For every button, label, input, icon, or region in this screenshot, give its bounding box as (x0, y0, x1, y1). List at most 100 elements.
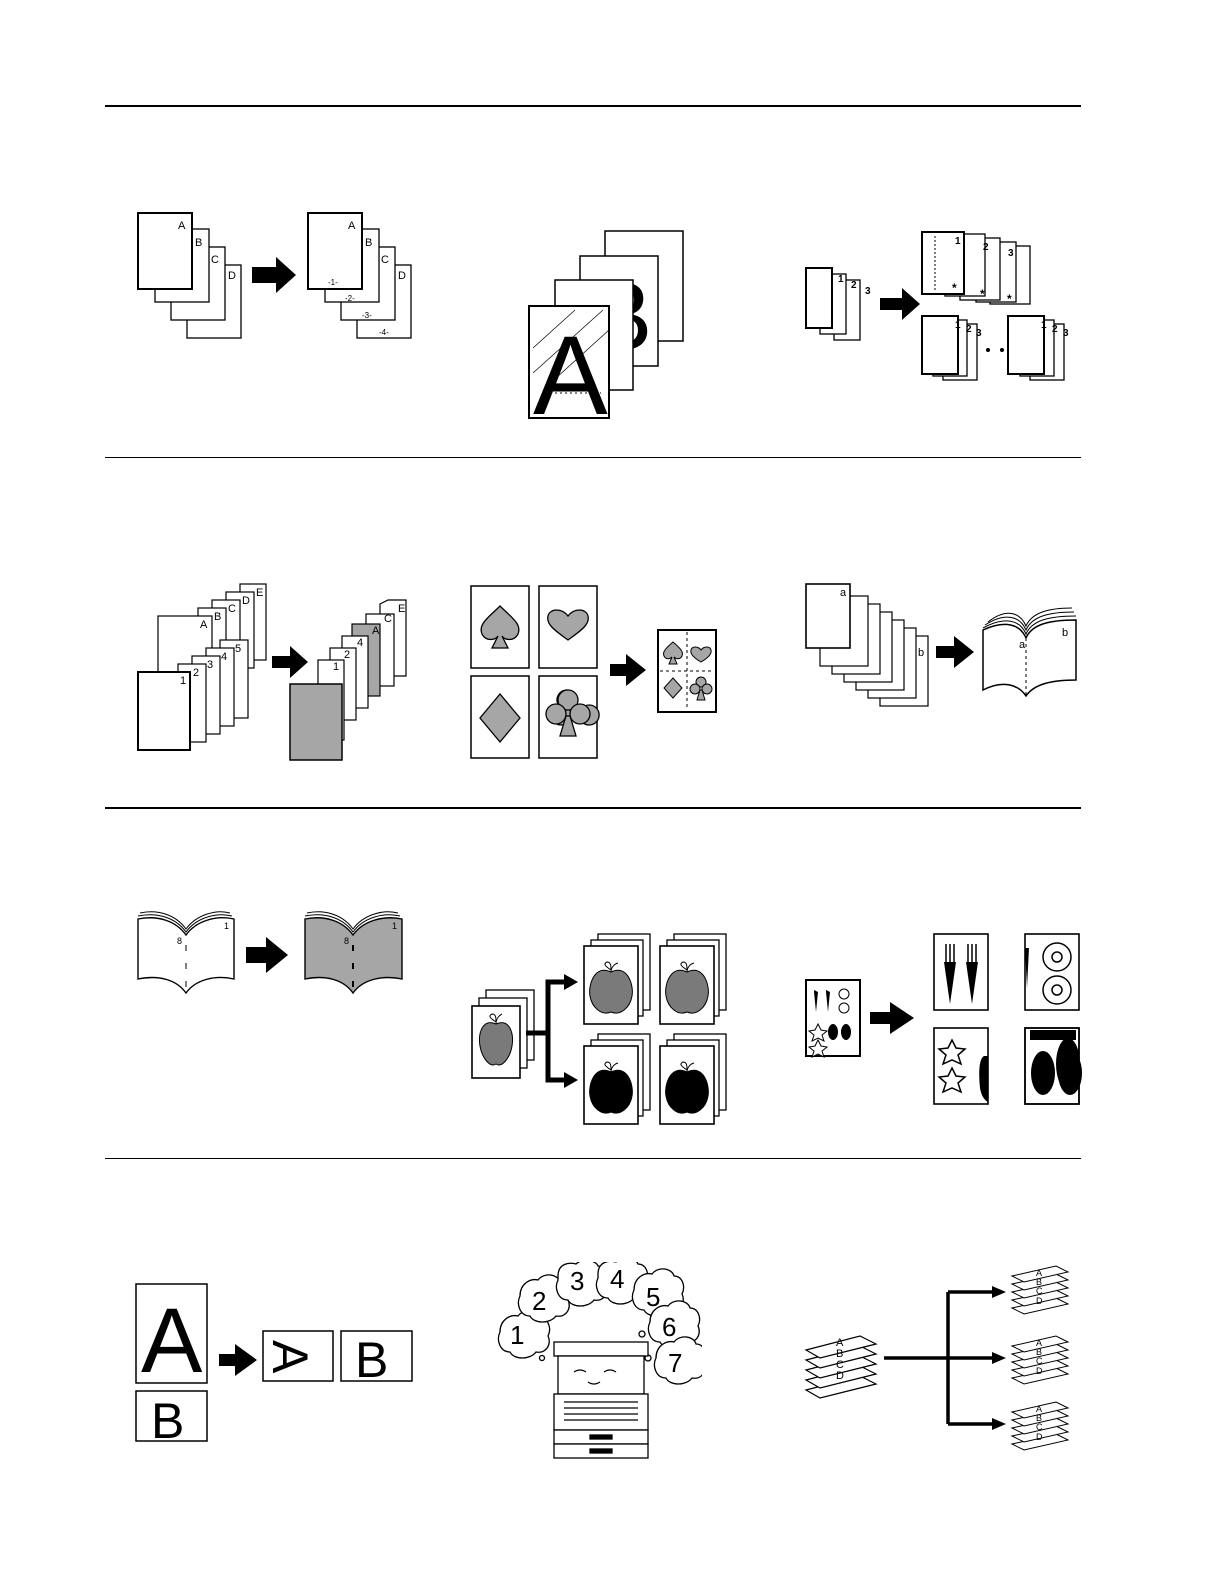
page-letter: A (372, 625, 380, 637)
page-letter: a (1019, 639, 1026, 651)
page-letter: E (398, 603, 405, 615)
page-number: 1 (180, 675, 186, 687)
page-letter: b (1062, 627, 1068, 639)
arrow-right-icon (880, 288, 920, 320)
bubble-number: 5 (646, 1282, 660, 1312)
arrow-right-icon (219, 1344, 257, 1376)
page-letter: C (1036, 1286, 1043, 1296)
rotate-illustration: A B A B (133, 1280, 418, 1445)
book-copy-illustration: 8 1 8 1 (130, 905, 415, 1000)
distribution-illustration: A B C D A B C D A B C D A B C D (800, 1262, 1085, 1452)
arrow-right-icon (272, 646, 308, 678)
page-letter: C (1036, 1356, 1043, 1366)
page-number: 1 (1041, 320, 1047, 331)
page-letter: D (1036, 1432, 1043, 1442)
page-letter: C (381, 254, 389, 266)
apple-icon (590, 970, 633, 1013)
svg-text:*: * (1007, 292, 1012, 306)
bubble-number: 3 (570, 1266, 584, 1296)
large-letter: A (262, 1340, 318, 1374)
large-letter: B (355, 1332, 388, 1388)
page-letter: D (1036, 1296, 1043, 1306)
arrow-right-icon (610, 654, 646, 686)
booklet-illustration: a b a b (800, 580, 1085, 720)
page-letter: B (195, 237, 202, 249)
page-numbering-illustration: A B C D A B C D -1- -2- -3- -4- (130, 205, 420, 350)
page-letter: D (242, 595, 250, 607)
svg-text:*: * (980, 287, 985, 301)
page-number: -2- (345, 294, 355, 303)
section-divider (105, 807, 1081, 809)
bubble-number: 2 (532, 1286, 546, 1316)
large-letter: A (533, 313, 608, 423)
page-number: 4 (357, 637, 363, 649)
page-letter: A (348, 220, 356, 232)
page-letter: B (365, 237, 372, 249)
page-number: -4- (379, 328, 389, 337)
section-divider (105, 105, 1081, 107)
section-divider (105, 1158, 1081, 1159)
poster-enlarge-illustration (800, 928, 1085, 1110)
page-letter: D (398, 270, 406, 282)
page-number: 5 (235, 643, 241, 655)
apple-icon (480, 1023, 513, 1065)
bubble-number: 4 (610, 1264, 624, 1294)
page-number: 2 (193, 667, 199, 679)
page-letter: D (836, 1370, 844, 1382)
page-number: 1 (392, 921, 397, 931)
svg-text:*: * (952, 281, 957, 295)
page-number: -3- (362, 311, 372, 320)
page-number: 8 (177, 936, 182, 946)
arrow-right-icon (246, 937, 288, 973)
page-number: 8 (344, 936, 349, 946)
page-number: 1 (955, 320, 961, 331)
overlay-illustration: B A (525, 228, 690, 423)
large-letter: B (151, 1393, 184, 1445)
page-letter: C (384, 613, 392, 625)
branch-arrow-icon (884, 1292, 1000, 1424)
page-number: 4 (221, 651, 227, 663)
page-number: 3 (1008, 248, 1014, 259)
page-letter: a (840, 587, 847, 599)
bubble-number: 6 (662, 1312, 676, 1342)
page-number: 2 (983, 242, 989, 253)
arrow-right-icon (252, 257, 296, 293)
page-letter: D (228, 270, 236, 282)
apple-icon (666, 970, 709, 1013)
page-number: 2 (344, 649, 350, 661)
arrow-right-icon (936, 636, 974, 668)
page-letter: E (256, 587, 263, 599)
page-number: 2 (851, 280, 857, 291)
combine-illustration (468, 584, 723, 762)
large-letter: A (141, 1290, 203, 1392)
page-letter: A (200, 619, 208, 631)
page-letter: C (1036, 1422, 1043, 1432)
page-letter: C (228, 603, 236, 615)
page-letter: b (918, 647, 924, 659)
page-number: 3 (207, 659, 213, 671)
bubble-number: 7 (668, 1348, 682, 1378)
cover-insert-illustration: E D C B A 5 4 3 2 1 E C A 4 2 1 (130, 580, 420, 765)
copier-icon (554, 1342, 648, 1458)
apple-icon (666, 1070, 709, 1113)
section-divider (105, 457, 1081, 458)
apple-icon (590, 1070, 633, 1113)
page-letter: A (178, 220, 186, 232)
bubble-number: 1 (510, 1320, 524, 1350)
page-number: 1 (838, 274, 844, 285)
density-adjust-illustration (468, 930, 728, 1130)
page-number: 2 (966, 324, 972, 335)
page-letter: B (214, 611, 221, 623)
job-queue-illustration: 1 2 3 4 5 6 7 (492, 1262, 702, 1462)
page-number: 1 (224, 921, 229, 931)
page-number: 3 (865, 286, 871, 297)
page-number: 1 (955, 236, 961, 247)
page-letter: D (1036, 1366, 1043, 1376)
page-number: 1 (333, 661, 339, 673)
page-number: 2 (1052, 324, 1058, 335)
page-number: 3 (976, 328, 982, 339)
sort-offset-illustration: 1 2 3 1 2 3 * * * 1 2 3 1 2 3 (800, 228, 1085, 388)
arrow-right-icon (870, 1002, 914, 1034)
page-number: -1- (328, 278, 338, 287)
page-number: 3 (1063, 328, 1069, 339)
